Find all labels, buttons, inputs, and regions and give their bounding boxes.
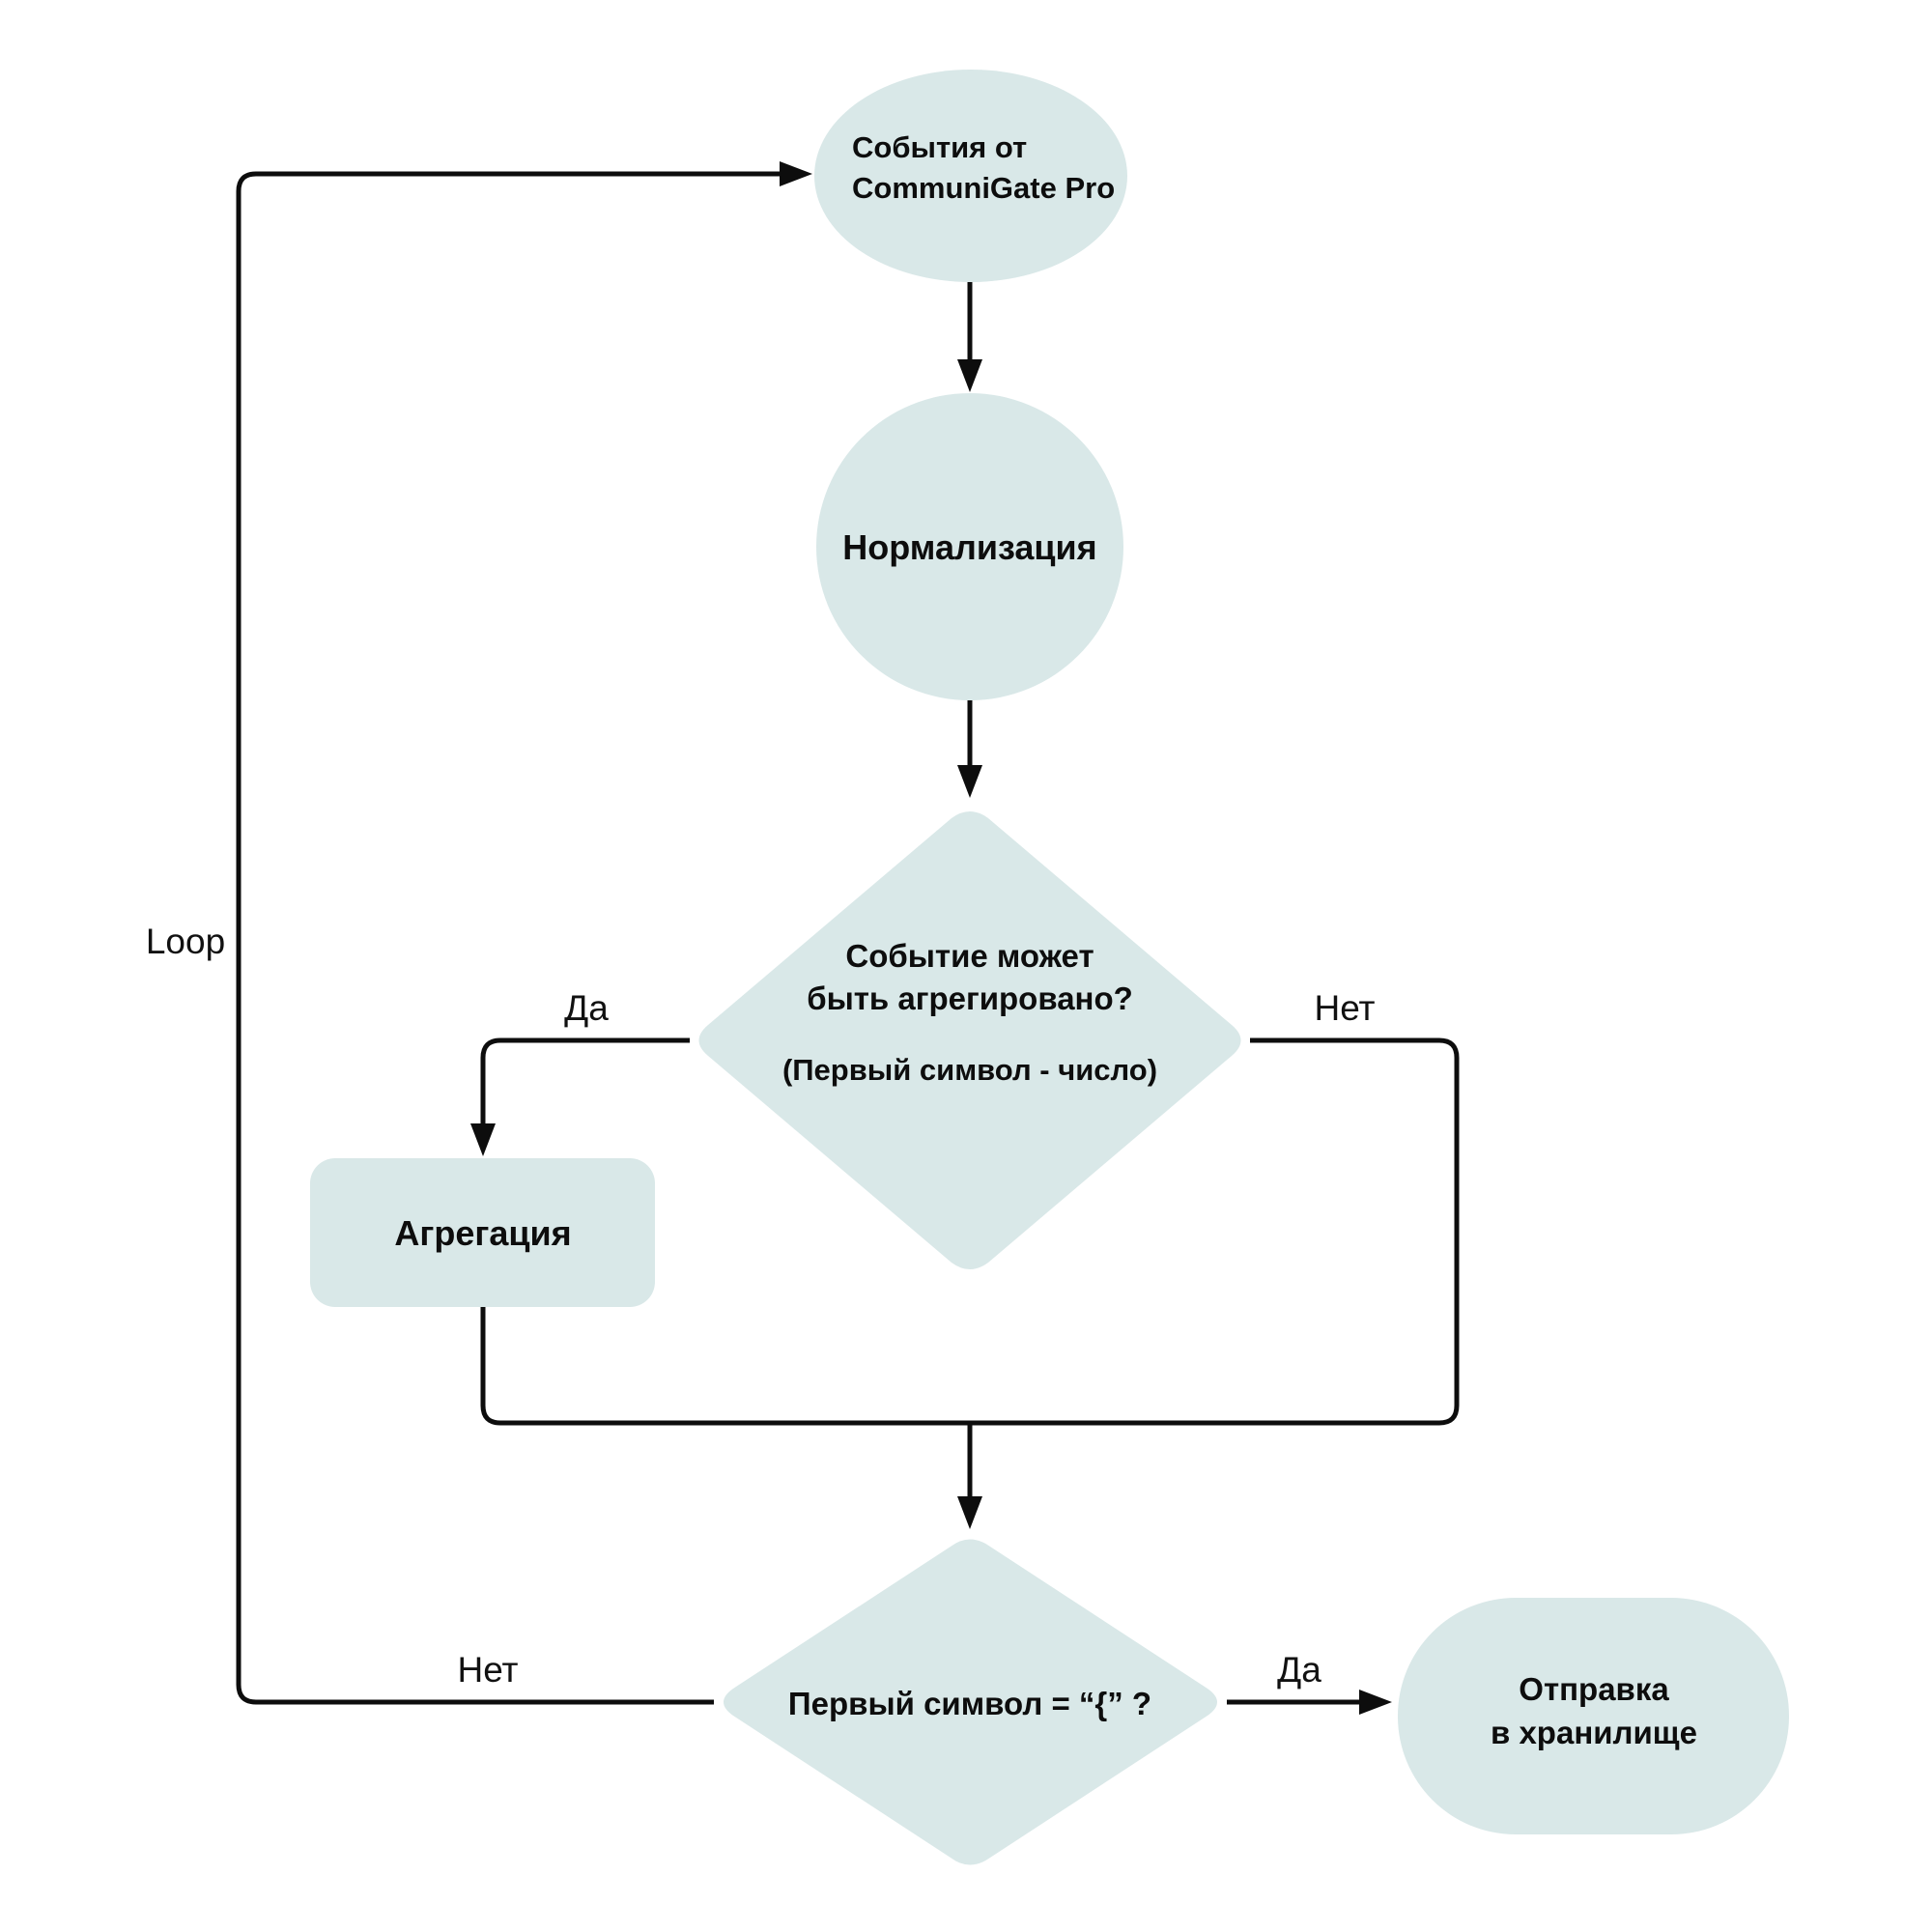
node-storage-label-line2: в хранилище	[1491, 1715, 1697, 1750]
edge-label-yes-decision2: Да	[1277, 1650, 1321, 1690]
edge-aggregate-to-merge	[480, 1307, 970, 1426]
arrowhead-into-storage	[1359, 1690, 1392, 1715]
node-start-label-line1: События от	[852, 130, 1027, 164]
node-aggregate-rect	[310, 1158, 655, 1307]
node-normalize-circle	[816, 393, 1123, 700]
arrowhead-into-start	[780, 161, 812, 186]
node-start-label-line2: CommuniGate Pro	[852, 171, 1115, 205]
node-decision1-label-line2: быть агрегировано?	[807, 980, 1133, 1016]
edge-label-no-decision2: Нет	[457, 1650, 518, 1690]
node-storage-pill	[1398, 1598, 1789, 1834]
edge-decision1-yes	[480, 1037, 690, 1125]
node-decision1-diamond	[698, 811, 1241, 1269]
arrowhead-into-aggregate	[470, 1123, 496, 1156]
node-decision2-label: Первый символ = “{” ?	[788, 1686, 1151, 1721]
node-decision1-note: (Первый символ - число)	[782, 1053, 1157, 1087]
edge-decision1-no	[970, 1037, 1460, 1426]
arrowhead-into-decision2	[957, 1496, 982, 1529]
node-start-ellipse	[814, 70, 1127, 282]
node-aggregate-label: Агрегация	[394, 1213, 571, 1253]
node-decision1-label-line1: Событие может	[845, 938, 1094, 974]
node-storage-label-line1: Отправка	[1519, 1671, 1669, 1707]
edge-label-loop: Loop	[146, 922, 225, 961]
edge-loop-to-start	[236, 171, 781, 1705]
arrowhead-into-normalize	[957, 359, 982, 392]
node-normalize-label: Нормализация	[842, 527, 1096, 567]
arrowhead-into-decision1	[957, 765, 982, 798]
node-decision2-diamond	[724, 1539, 1217, 1865]
edge-label-yes-decision1: Да	[564, 988, 609, 1028]
edge-label-no-decision1: Нет	[1314, 988, 1375, 1028]
